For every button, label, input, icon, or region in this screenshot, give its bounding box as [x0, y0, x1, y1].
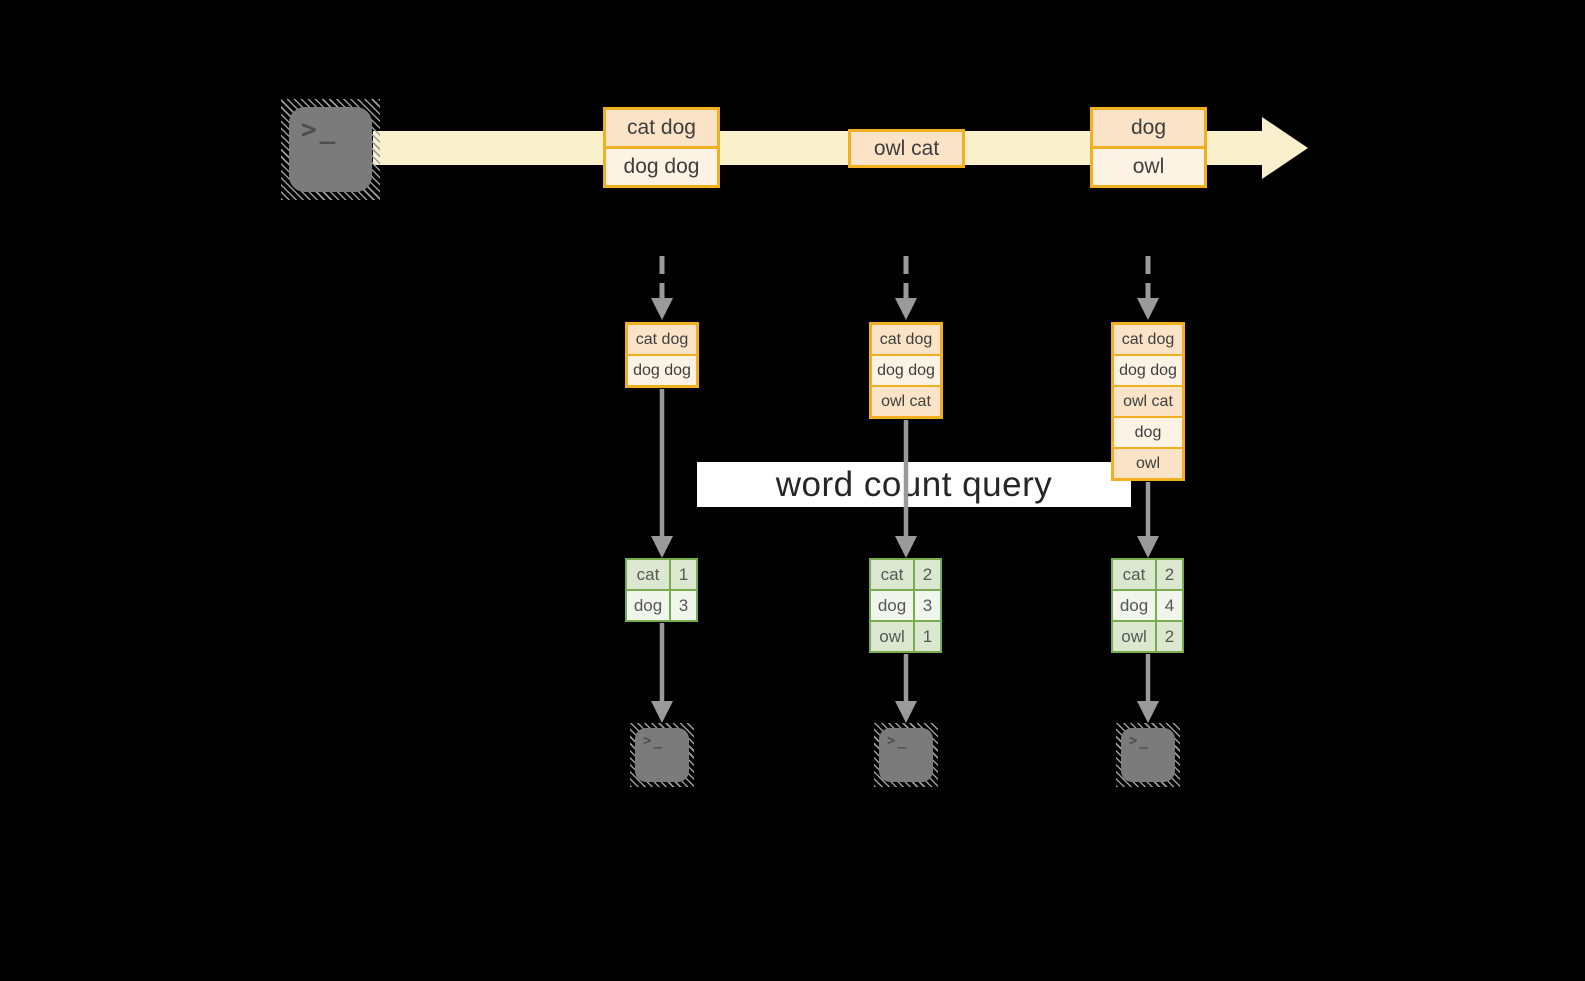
event-line: owl	[1093, 149, 1204, 185]
count-table-1: cat 1 dog 3	[625, 558, 698, 622]
count-row: owl 2	[1113, 622, 1182, 651]
buffer-item: dog dog	[628, 356, 696, 385]
count-word: owl	[1113, 622, 1155, 651]
buffer-item: dog dog	[872, 356, 940, 385]
buffer-item: cat dog	[1114, 325, 1182, 354]
output-terminal-icon-3: >_	[1116, 723, 1180, 787]
buffer-item: owl	[1114, 449, 1182, 478]
count-value: 3	[671, 591, 696, 620]
count-row: cat 2	[1113, 560, 1182, 589]
count-value: 2	[1157, 622, 1182, 651]
buffer-item: owl cat	[872, 387, 940, 416]
count-value: 2	[915, 560, 940, 589]
count-value: 1	[915, 622, 940, 651]
output-terminal-icon-1: >_	[630, 723, 694, 787]
count-value: 1	[671, 560, 696, 589]
event-line: dog dog	[606, 149, 717, 185]
buffer-item: cat dog	[872, 325, 940, 354]
buffer-item: owl cat	[1114, 387, 1182, 416]
output-arrow-3	[1137, 654, 1159, 723]
count-word: cat	[1113, 560, 1155, 589]
count-row: cat 1	[627, 560, 696, 589]
terminal-prompt-glyph: >_	[1129, 733, 1150, 749]
buffer-stack-1: cat dog dog dog	[625, 322, 699, 388]
count-row: dog 3	[871, 591, 940, 620]
terminal-icon: >_	[879, 728, 933, 782]
output-terminal-icon-2: >_	[874, 723, 938, 787]
buffer-item: dog dog	[1114, 356, 1182, 385]
count-value: 4	[1157, 591, 1182, 620]
count-row: cat 2	[871, 560, 940, 589]
stream-event-3: dog owl	[1090, 107, 1207, 188]
dashed-arrow-1	[651, 256, 673, 320]
count-value: 3	[915, 591, 940, 620]
event-line: owl cat	[851, 132, 962, 165]
count-word: dog	[1113, 591, 1155, 620]
buffer-stack-2: cat dog dog dog owl cat	[869, 322, 943, 419]
buffer-stack-3: cat dog dog dog owl cat dog owl	[1111, 322, 1185, 481]
output-arrow-1	[651, 623, 673, 723]
terminal-prompt-glyph: >_	[301, 115, 339, 145]
count-word: dog	[627, 591, 669, 620]
dashed-arrow-3	[1137, 256, 1159, 320]
terminal-icon: >_	[289, 107, 372, 192]
stream-event-1: cat dog dog dog	[603, 107, 720, 188]
stream-event-2: owl cat	[848, 129, 965, 168]
count-row: dog 4	[1113, 591, 1182, 620]
source-terminal-icon: >_	[281, 99, 380, 200]
count-word: cat	[627, 560, 669, 589]
query-arrow-1	[651, 389, 673, 558]
count-table-3: cat 2 dog 4 owl 2	[1111, 558, 1184, 653]
query-banner: word count query	[697, 462, 1131, 507]
query-label: word count query	[775, 464, 1053, 504]
count-word: cat	[871, 560, 913, 589]
buffer-item: cat dog	[628, 325, 696, 354]
terminal-prompt-glyph: >_	[887, 733, 908, 749]
count-word: owl	[871, 622, 913, 651]
terminal-icon: >_	[1121, 728, 1175, 782]
event-line: dog	[1093, 110, 1204, 146]
query-arrow-3	[1137, 482, 1159, 558]
terminal-prompt-glyph: >_	[643, 733, 664, 749]
count-word: dog	[871, 591, 913, 620]
count-table-2: cat 2 dog 3 owl 1	[869, 558, 942, 653]
dashed-arrow-2	[895, 256, 917, 320]
count-value: 2	[1157, 560, 1182, 589]
output-arrow-2	[895, 654, 917, 723]
buffer-item: dog	[1114, 418, 1182, 447]
count-row: dog 3	[627, 591, 696, 620]
stream-arrowhead	[1262, 117, 1308, 179]
event-line: cat dog	[606, 110, 717, 146]
terminal-icon: >_	[635, 728, 689, 782]
count-row: owl 1	[871, 622, 940, 651]
query-arrow-2	[895, 420, 917, 558]
